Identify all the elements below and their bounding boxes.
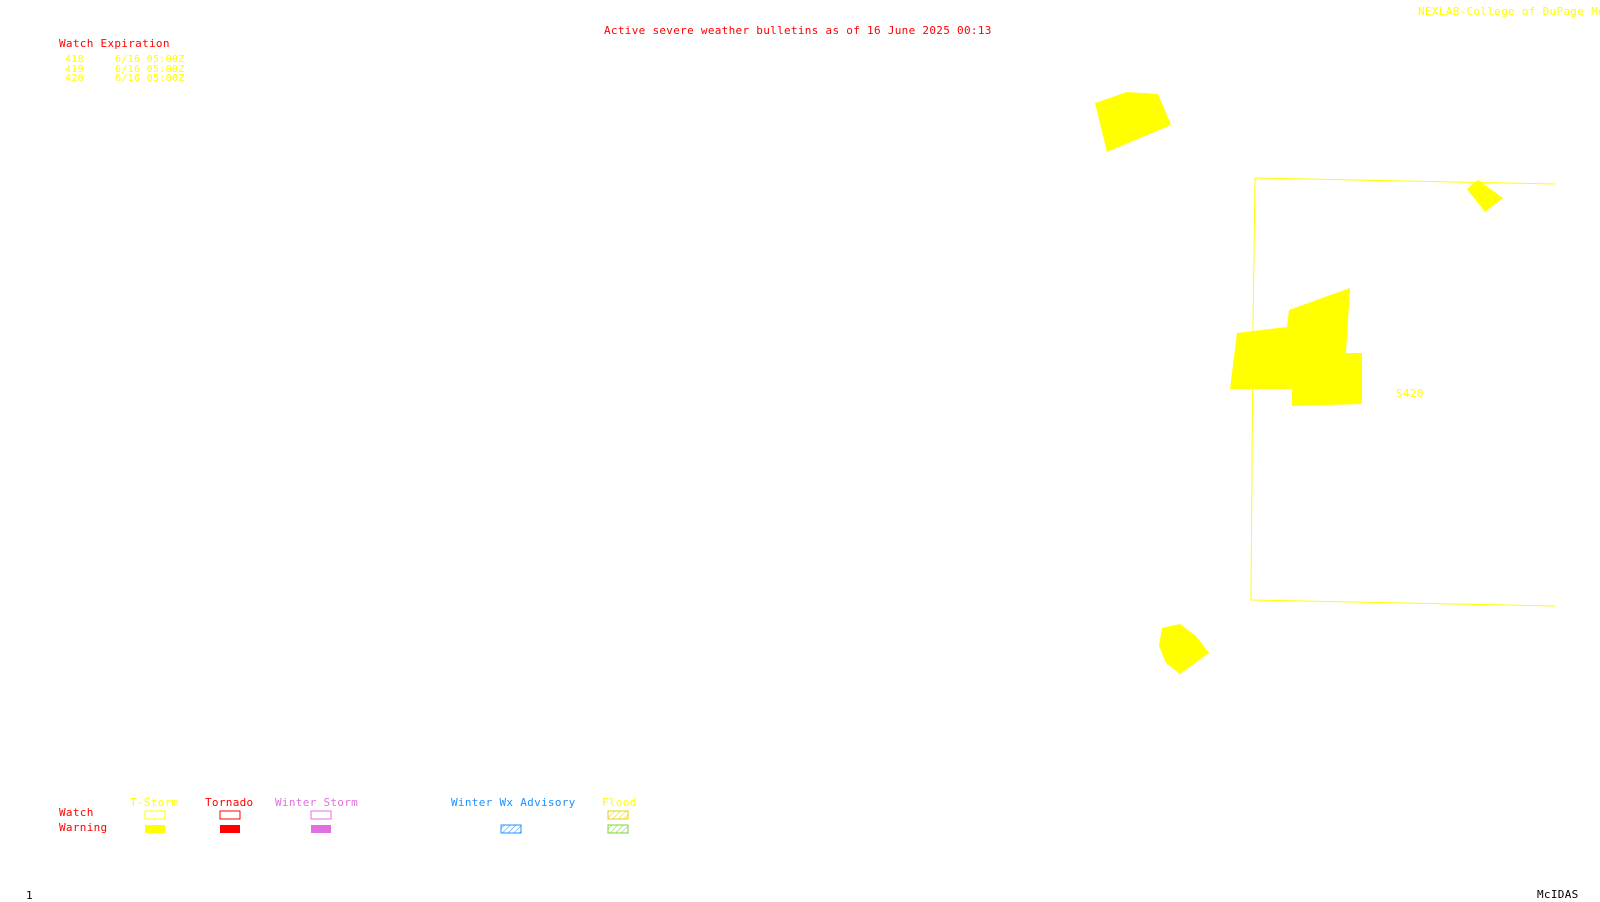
- warning-polygon: [1230, 288, 1362, 406]
- legend-winter-storm-warning-swatch: [311, 825, 331, 833]
- legend-label-winter-storm: Winter Storm: [275, 796, 359, 809]
- legend-label-winter-advisory: Winter Wx Advisory: [451, 796, 576, 809]
- watch-number: 420: [65, 73, 84, 84]
- legend-tstorm-watch-swatch: [144, 810, 166, 820]
- frame-number: 1: [26, 889, 33, 902]
- software-label: McIDAS: [1537, 888, 1579, 901]
- watch-expiration-time: 6/16 05:00Z: [115, 73, 185, 84]
- legend-row-watch: Watch: [59, 806, 94, 819]
- page-title: Active severe weather bulletins as of 16…: [604, 24, 992, 37]
- legend-row-warning: Warning: [59, 821, 108, 834]
- credit-text: NEXLAB-College of DuPage Me: [1418, 5, 1600, 18]
- legend-tornado-warning-swatch: [220, 825, 240, 833]
- legend-tornado-watch-swatch: [219, 810, 241, 820]
- legend-label-tstorm: T-Storm: [130, 796, 179, 809]
- legend-label-flood: Flood: [602, 796, 637, 809]
- watch-expiration-time: 6/16 05:00Z: [115, 64, 185, 75]
- legend-winter-advisory-swatch: [500, 824, 522, 834]
- legend-winter-storm-watch-swatch: [310, 810, 332, 820]
- watch-expiration-time: 6/16 05:00Z: [115, 54, 185, 65]
- legend-tstorm-warning-swatch: [145, 825, 165, 833]
- warning-polygon: [1467, 180, 1503, 212]
- warning-polygon: [1095, 92, 1171, 152]
- warning-polygon: [1159, 624, 1209, 674]
- watch-box-outline: [1250, 177, 1556, 607]
- watch-table-heading: Watch Expiration: [59, 37, 170, 50]
- watch-box-label: S420: [1396, 387, 1424, 400]
- watch-number: 418: [65, 54, 84, 65]
- legend-label-tornado: Tornado: [205, 796, 254, 809]
- legend-flood-watch-swatch: [607, 810, 629, 820]
- legend-flood-warning-swatch: [607, 824, 629, 834]
- watch-number: 419: [65, 64, 84, 75]
